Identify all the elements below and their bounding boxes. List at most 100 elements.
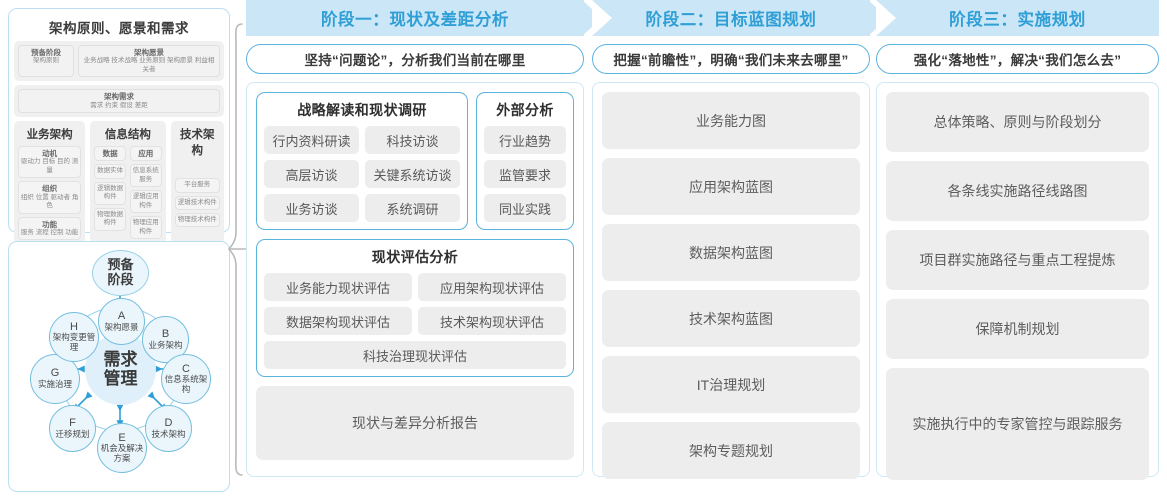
chip[interactable]: 科技治理现状评估 (264, 341, 566, 369)
adm-node-preliminary[interactable]: 预备 阶段 (92, 250, 149, 296)
phase-3-subtitle: 强化“落地性”，解决“我们怎么去” (876, 44, 1159, 74)
phase-3-header: 阶段三：实施规划 (876, 0, 1159, 36)
item: 物理数据构件 (94, 207, 126, 231)
chip-gap-analysis-report[interactable]: 现状与差异分析报告 (256, 386, 574, 460)
cell-requirements: 架构需求 需求 约束 假设 差距 (18, 89, 220, 114)
list-item[interactable]: 数据架构蓝图 (602, 224, 860, 281)
chip[interactable]: 业务访谈 (264, 194, 359, 222)
cell-sub: 需求 约束 假设 差距 (90, 101, 148, 109)
block-organization: 组织 组织 位置 驱动者 角色 (18, 181, 82, 214)
cell-sub: 架构原则 (33, 57, 59, 65)
adm-node-c[interactable]: C 信息系统架构 (161, 354, 211, 404)
chip[interactable]: 数据架构现状评估 (264, 307, 412, 335)
chip[interactable]: 关键系统访谈 (365, 160, 460, 188)
cell-sub: 业务战略 技术战略 业务原则 架构愿景 利益相关者 (83, 57, 215, 73)
cell-prelim: 预备阶段 架构原则 (18, 45, 74, 78)
chip[interactable]: 科技访谈 (365, 126, 460, 154)
list-item[interactable]: IT治理规划 (602, 356, 860, 413)
phase-1-body: 战略解读和现状调研 行内资料研读 科技访谈 高层访谈 关键系统访谈 业务访谈 系 (246, 82, 584, 477)
framework-col-information: 信息结构 数据 数据实体 逻辑数据构件 物理数据构件 应用 (90, 121, 166, 245)
phase-2: 阶段二：目标蓝图规划 把握“前瞻性”，明确“我们未来去哪里” 业务能力图 应用架… (592, 0, 888, 479)
card-title: 外部分析 (496, 102, 554, 118)
card-external-analysis: 外部分析 行业趋势 监管要求 同业实践 (476, 92, 574, 230)
phase-1-subtitle: 坚持“问题论”，分析我们当前在哪里 (246, 44, 584, 74)
adm-node-d[interactable]: D 技术架构 (145, 405, 192, 452)
item: 平台服务 (174, 178, 220, 193)
phase-2-item-list: 业务能力图 应用架构蓝图 数据架构蓝图 技术架构蓝图 IT治理规划 架构专题规划 (602, 92, 860, 479)
card-strategy-research: 战略解读和现状调研 行内资料研读 科技访谈 高层访谈 关键系统访谈 业务访谈 系 (256, 92, 468, 230)
list-item[interactable]: 总体策略、原则与阶段划分 (886, 92, 1149, 152)
phase-3-notch-icon (876, 0, 896, 36)
phase-3-body: 总体策略、原则与阶段划分 各条线实施路径线路图 项目群实施路径与重点工程提炼 保… (876, 82, 1159, 480)
framework-band-vision: 预备阶段 架构原则 架构愿景 业务战略 技术战略 业务原则 架构愿景 利益相关者 (14, 41, 224, 82)
phase-2-title: 阶段二：目标蓝图规划 (645, 11, 817, 29)
adm-node-h[interactable]: H 架构变更管理 (49, 312, 99, 362)
list-item[interactable]: 实施执行中的专家管控与跟踪服务 (886, 368, 1149, 480)
adm-node-a[interactable]: A 架构愿景 (98, 298, 145, 345)
cell-vision: 架构愿景 业务战略 技术战略 业务原则 架构愿景 利益相关者 (78, 45, 220, 78)
adm-node-g[interactable]: G 实施治理 (30, 354, 80, 404)
framework-col-technology: 技术架构 平台服务 逻辑技术构件 物理技术构件 (170, 121, 224, 245)
list-item[interactable]: 业务能力图 (602, 92, 860, 149)
list-item[interactable]: 技术架构蓝图 (602, 290, 860, 347)
phase-2-header: 阶段二：目标蓝图规划 (592, 0, 888, 36)
phase-3-title: 阶段三：实施规划 (949, 11, 1086, 29)
subcol-application: 应用 信息系统服务 逻辑应用构件 物理应用构件 (129, 146, 162, 240)
chip[interactable]: 行业趋势 (484, 126, 566, 154)
chip[interactable]: 应用架构现状评估 (418, 273, 566, 301)
block-header: 组织 (42, 184, 58, 194)
phase-1-header: 阶段一：现状及差距分析 (246, 0, 602, 36)
block-sub: 驱动力 目标 目的 测量 (20, 158, 79, 174)
framework-band-requirements: 架构需求 需求 约束 假设 差距 (14, 85, 224, 118)
chip[interactable]: 监管要求 (484, 160, 566, 188)
list-item[interactable]: 保障机制规划 (886, 299, 1149, 359)
subcol-title: 数据 (94, 146, 126, 162)
adm-node-f[interactable]: F 迁移规划 (49, 405, 96, 452)
list-item[interactable]: 应用架构蓝图 (602, 158, 860, 215)
item: 逻辑应用构件 (129, 190, 162, 214)
framework-title: 架构原则、愿景和需求 (49, 21, 189, 36)
chip[interactable]: 行内资料研读 (264, 126, 359, 154)
architecture-framework-card: 架构原则、愿景和需求 预备阶段 架构原则 架构愿景 业务战略 技术战略 业务原则… (8, 8, 230, 291)
phase-2-notch-icon (592, 0, 612, 36)
block-header: 功能 (42, 219, 58, 229)
phase-2-body: 业务能力图 应用架构蓝图 数据架构蓝图 技术架构蓝图 IT治理规划 架构专题规划 (592, 82, 870, 479)
item: 物理技术构件 (174, 212, 220, 228)
item: 逻辑技术构件 (174, 195, 220, 210)
card-current-state-assessment: 现状评估分析 业务能力现状评估 应用架构现状评估 数据架构现状评估 技术架构现状… (256, 239, 574, 377)
block-sub: 组织 位置 驱动者 角色 (20, 193, 79, 210)
chip[interactable]: 技术架构现状评估 (418, 307, 566, 335)
framework-col-business: 业务架构 动机 驱动力 目标 目的 测量 组织 组织 位置 驱动者 角色 功能 … (14, 121, 86, 245)
phase-1-group-1: 战略解读和现状调研 行内资料研读 科技访谈 高层访谈 关键系统访谈 业务访谈 系 (256, 92, 574, 239)
cell-header: 架构愿景 (134, 48, 164, 57)
adm-node-e[interactable]: E 机会及解决方案 (97, 423, 147, 473)
adm-cycle-diagram: 预备 阶段 需求 管理 A 架构愿景 B 业务架构 C 信息系统架构 D 技术架… (8, 241, 230, 492)
subcol-title: 应用 (129, 146, 162, 162)
col-title: 信息结构 (104, 129, 151, 142)
chip[interactable]: 系统调研 (365, 194, 460, 222)
phase-3-arrow-icon (1139, 0, 1159, 36)
item: 信息系统服务 (129, 164, 162, 188)
phase-2-subtitle: 把握“前瞻性”，明确“我们未来去哪里” (592, 44, 870, 74)
list-item[interactable]: 项目群实施路径与重点工程提炼 (886, 230, 1149, 290)
block-function: 功能 服务 流程 控制 功能 (18, 216, 82, 241)
chip[interactable]: 同业实践 (484, 194, 566, 222)
framework-columns: 业务架构 动机 驱动力 目标 目的 测量 组织 组织 位置 驱动者 角色 功能 … (14, 121, 224, 245)
item: 数据实体 (94, 164, 126, 179)
item: 逻辑数据构件 (94, 181, 126, 205)
list-item[interactable]: 各条线实施路径线路图 (886, 161, 1149, 221)
phase-1-title: 阶段一：现状及差距分析 (320, 11, 510, 29)
col-title: 业务架构 (26, 129, 73, 142)
cell-header: 架构需求 (104, 92, 134, 102)
cell-header: 预备阶段 (31, 48, 61, 57)
phase-3: 阶段三：实施规划 强化“落地性”，解决“我们怎么去” 总体策略、原则与阶段划分 … (876, 0, 1159, 480)
col-title: 技术架构 (180, 129, 215, 158)
list-item[interactable]: 架构专题规划 (602, 422, 860, 479)
block-sub: 服务 流程 控制 功能 (20, 228, 79, 236)
card-title: 战略解读和现状调研 (297, 102, 427, 118)
adm-node-requirements-management[interactable]: 需求 管理 (85, 334, 156, 405)
block-motivation: 动机 驱动力 目标 目的 测量 (18, 146, 82, 179)
item: 物理应用构件 (129, 216, 162, 240)
chip[interactable]: 业务能力现状评估 (264, 273, 412, 301)
chip[interactable]: 高层访谈 (264, 160, 359, 188)
